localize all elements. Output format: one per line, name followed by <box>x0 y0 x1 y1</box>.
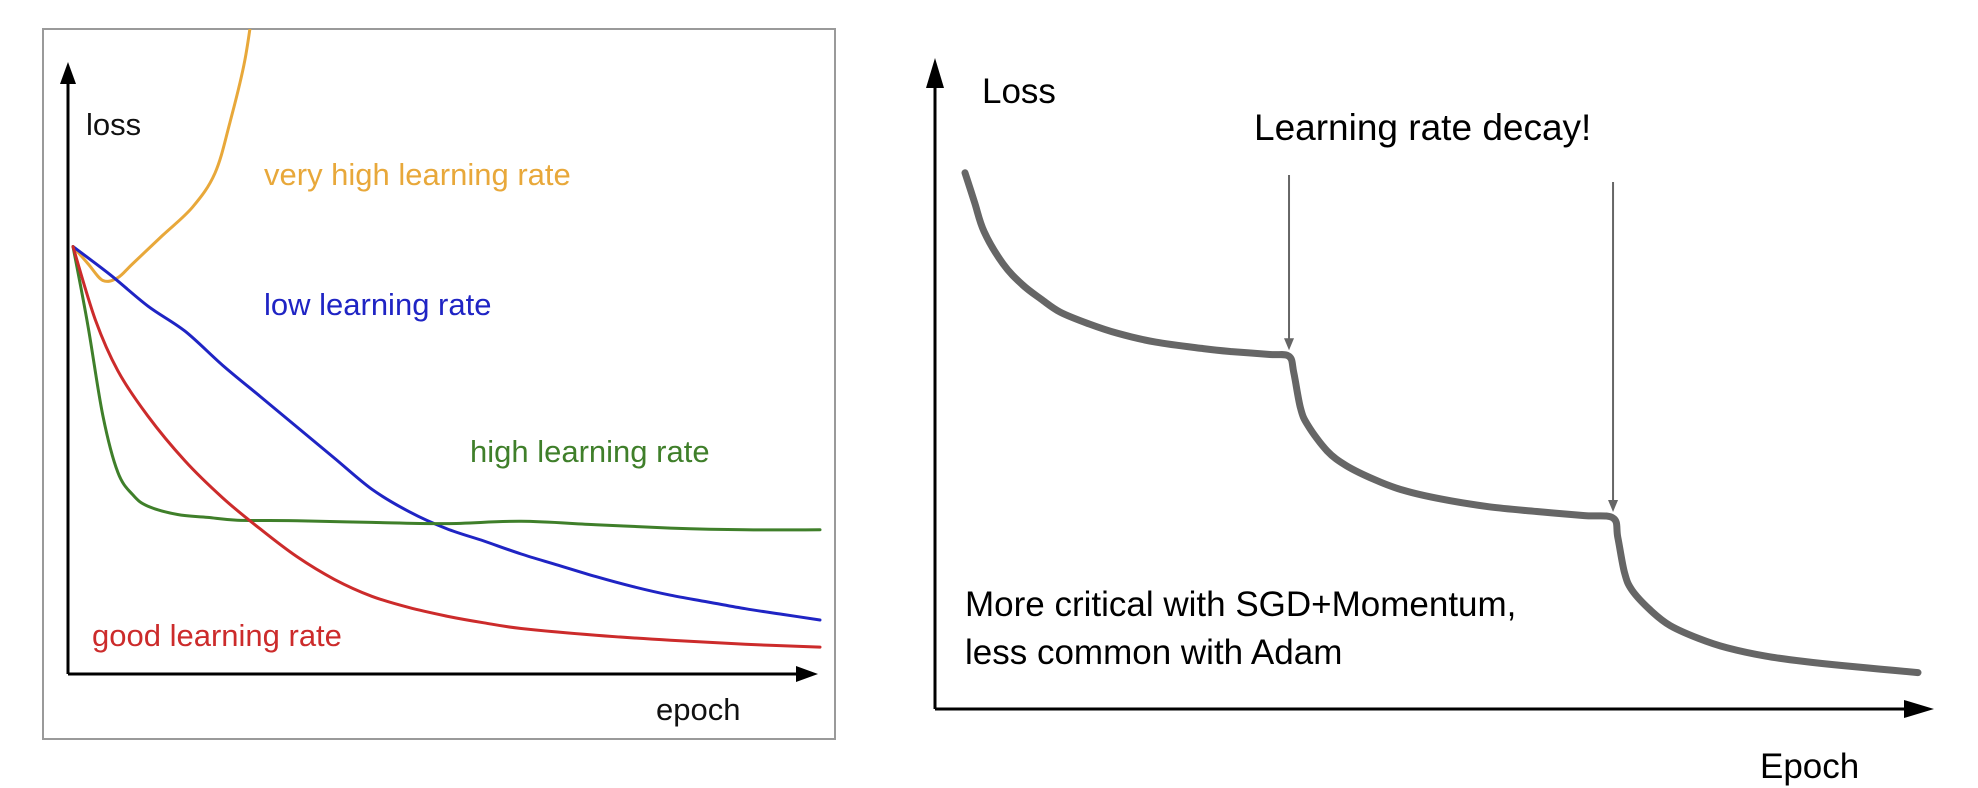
series-label-very-high: very high learning rate <box>264 157 571 192</box>
left-series-line-2 <box>71 245 822 532</box>
series-label-high: high learning rate <box>470 434 710 469</box>
right-y-axis-arrow <box>926 58 944 88</box>
left-series-line-0 <box>71 29 252 283</box>
decay-arrow-head-1 <box>1608 499 1619 512</box>
note-line-2: less common with Adam <box>965 633 1342 672</box>
decay-annotation-label: Learning rate decay! <box>1254 107 1591 148</box>
series-label-low: low learning rate <box>264 287 491 322</box>
right-series-line-0 <box>961 169 1922 677</box>
left-x-axis-label: epoch <box>656 692 740 727</box>
left-series-line-1 <box>71 245 822 622</box>
note-line-1: More critical with SGD+Momentum, <box>965 585 1516 624</box>
left-series-line-3 <box>71 245 822 649</box>
left-y-axis-arrow <box>60 62 76 84</box>
right-x-axis-label: Epoch <box>1760 747 1859 786</box>
decay-arrow-head-0 <box>1284 338 1295 351</box>
left-series-group <box>71 29 822 649</box>
left-x-axis-arrow <box>796 666 818 682</box>
left-y-axis-label: loss <box>86 107 141 142</box>
left-chart-frame <box>42 28 836 740</box>
right-y-axis-label: Loss <box>982 72 1056 111</box>
right-x-axis-arrow <box>1904 700 1934 718</box>
series-label-good: good learning rate <box>92 618 342 653</box>
decay-arrows <box>1284 175 1619 512</box>
right-series-group <box>961 169 1922 677</box>
